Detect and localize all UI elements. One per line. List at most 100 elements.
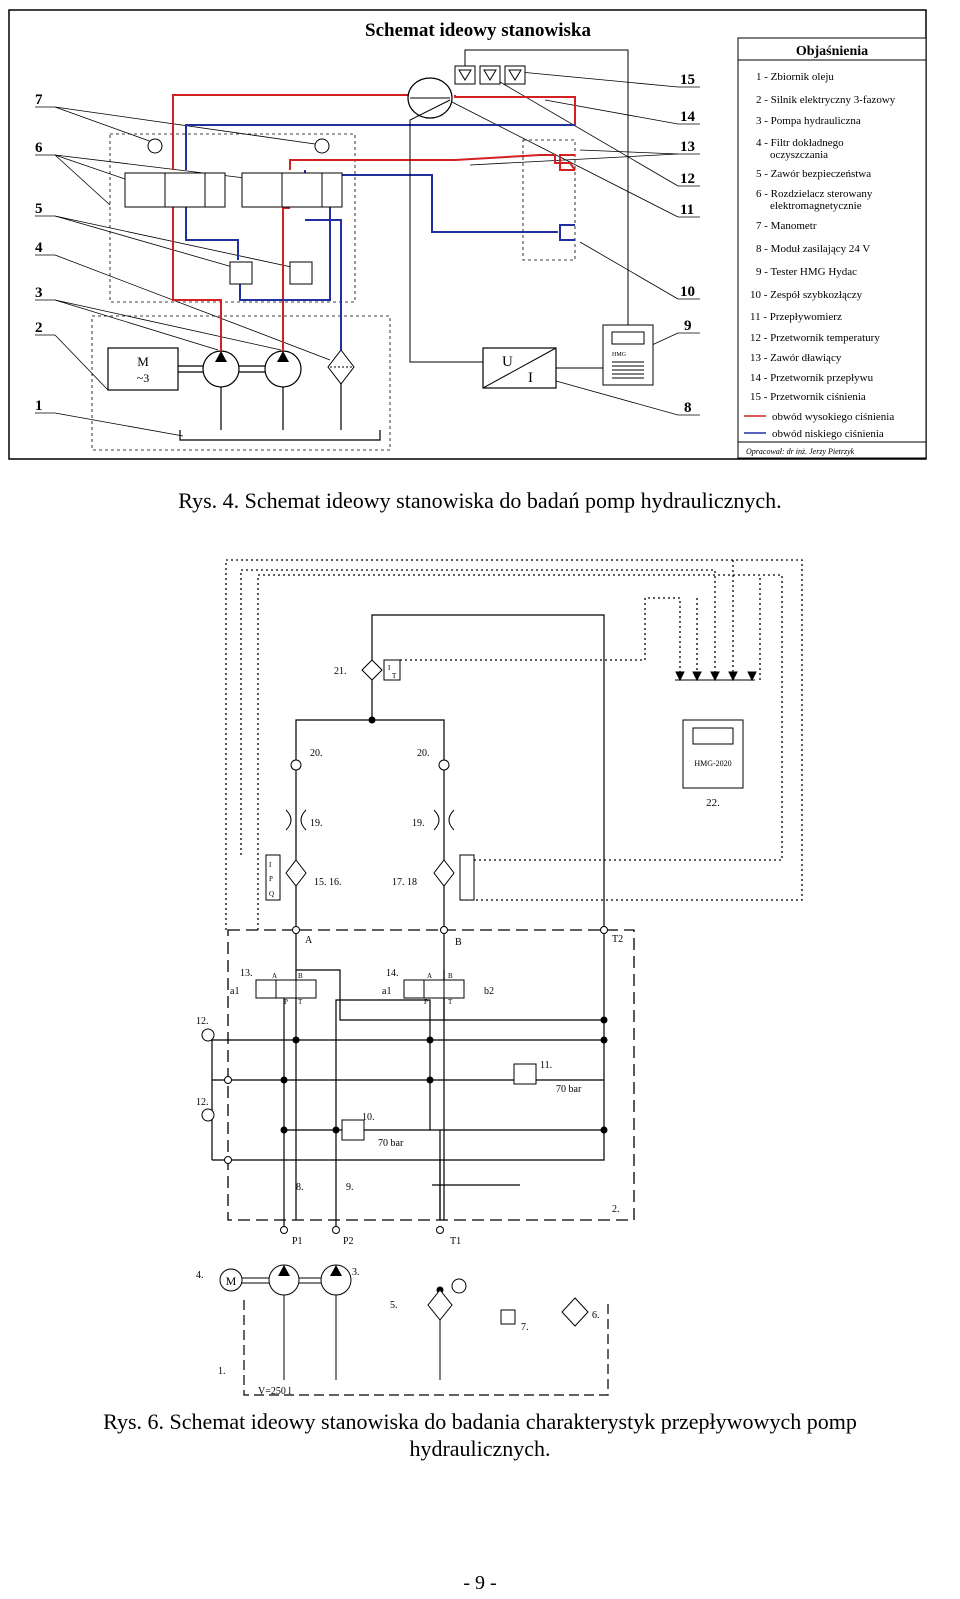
- number-15: 15: [680, 72, 695, 88]
- svg-text:T: T: [392, 672, 397, 680]
- figure1-title: Schemat ideowy stanowiska: [365, 20, 591, 41]
- svg-text:T1: T1: [450, 1236, 461, 1247]
- svg-text:19.: 19.: [310, 818, 323, 829]
- legend-item: 7 - Manometr: [756, 220, 817, 232]
- number-10: 10: [680, 284, 695, 300]
- legend-low-pressure: obwód niskiego ciśnienia: [772, 428, 884, 440]
- valve-right: [241, 172, 343, 208]
- svg-text:P1: P1: [292, 1236, 303, 1247]
- svg-text:6.: 6.: [592, 1310, 600, 1321]
- svg-text:P: P: [284, 998, 288, 1006]
- legend-title: Objaśnienia: [796, 44, 868, 59]
- svg-text:I: I: [388, 664, 391, 672]
- svg-text:19.: 19.: [412, 818, 425, 829]
- page-number: - 9 -: [463, 1572, 497, 1594]
- svg-text:4.: 4.: [196, 1270, 204, 1281]
- svg-text:1.: 1.: [218, 1366, 226, 1377]
- svg-text:A: A: [272, 972, 277, 980]
- svg-text:A: A: [427, 972, 432, 980]
- legend-item: elektromagnetycznie: [770, 200, 862, 212]
- author-note: Opracował: dr inż. Jerzy Pietrzyk: [746, 447, 855, 456]
- svg-text:HMG: HMG: [612, 352, 627, 358]
- number-2: 2: [35, 320, 43, 336]
- svg-text:HMG-2020: HMG-2020: [694, 759, 731, 768]
- legend-item: 13 - Zawór dławiący: [750, 352, 842, 364]
- svg-text:20.: 20.: [310, 748, 323, 759]
- svg-text:T: T: [448, 998, 453, 1006]
- legend-item: 3 - Pompa hydrauliczna: [756, 115, 861, 127]
- svg-text:B: B: [448, 972, 453, 980]
- svg-text:12.: 12.: [196, 1097, 209, 1108]
- svg-text:U: U: [502, 354, 513, 370]
- number-11: 11: [680, 202, 694, 218]
- svg-text:~3: ~3: [137, 371, 150, 385]
- svg-text:T: T: [298, 998, 303, 1006]
- figure1-caption: Rys. 4. Schemat ideowy stanowiska do bad…: [178, 488, 782, 513]
- svg-text:13.: 13.: [240, 968, 253, 979]
- legend-items: 1 - Zbiornik oleju 2 - Silnik elektryczn…: [750, 71, 896, 403]
- svg-text:21.: 21.: [334, 666, 347, 677]
- svg-text:20.: 20.: [417, 748, 430, 759]
- svg-text:17. 18: 17. 18: [392, 877, 417, 888]
- svg-text:10.: 10.: [362, 1112, 375, 1123]
- svg-text:B: B: [455, 937, 462, 948]
- svg-text:22.: 22.: [706, 797, 720, 809]
- svg-text:P: P: [269, 875, 273, 883]
- svg-text:P2: P2: [343, 1236, 354, 1247]
- figure2-caption-line1: Rys. 6. Schemat ideowy stanowiska do bad…: [103, 1409, 857, 1434]
- legend-item: 5 - Zawór bezpieczeństwa: [756, 168, 871, 180]
- number-7: 7: [35, 92, 43, 108]
- svg-text:5.: 5.: [390, 1300, 398, 1311]
- svg-text:B: B: [298, 972, 303, 980]
- legend-item: 1 - Zbiornik oleju: [756, 71, 834, 83]
- legend-item: 8 - Moduł zasilający 24 V: [756, 243, 870, 255]
- svg-text:I: I: [269, 861, 272, 869]
- svg-text:M: M: [137, 354, 149, 369]
- number-14: 14: [680, 109, 696, 125]
- legend-item: 6 - Rozdzielacz sterowany: [756, 188, 873, 200]
- legend-item: 14 - Przetwornik przepływu: [750, 372, 874, 384]
- legend-item: 10 - Zespół szybkozłączy: [750, 289, 863, 301]
- legend-high-pressure: obwód wysokiego ciśnienia: [772, 411, 894, 423]
- svg-text:3.: 3.: [352, 1267, 360, 1278]
- svg-text:7.: 7.: [521, 1322, 529, 1333]
- number-1: 1: [35, 398, 43, 414]
- converter-box: U I: [482, 347, 557, 389]
- svg-text:9.: 9.: [346, 1182, 354, 1193]
- svg-text:70 bar: 70 bar: [556, 1084, 582, 1095]
- valve-left: [124, 172, 226, 208]
- legend-item: 12 - Przetwornik temperatury: [750, 332, 880, 344]
- motor-4: M: [226, 1274, 237, 1288]
- svg-text:I: I: [528, 370, 533, 386]
- svg-text:a1: a1: [230, 986, 239, 997]
- svg-text:8.: 8.: [296, 1182, 304, 1193]
- figure2-caption-line2: hydraulicznych.: [409, 1436, 551, 1461]
- svg-text:11.: 11.: [540, 1060, 552, 1071]
- number-12: 12: [680, 171, 695, 187]
- svg-text:T2: T2: [612, 934, 623, 945]
- motor-box: M ~3: [107, 347, 179, 391]
- number-5: 5: [35, 201, 43, 217]
- number-3: 3: [35, 285, 43, 301]
- right-numbers: 15 14 13 12 11 10 9 8: [680, 72, 696, 416]
- figure1-diagram: Schemat ideowy stanowiska Objaśnienia 1 …: [8, 9, 927, 460]
- legend-item: 11 - Przepływomierz: [750, 311, 842, 323]
- svg-text:2.: 2.: [612, 1204, 620, 1215]
- svg-text:b2: b2: [484, 986, 494, 997]
- svg-text:M: M: [226, 1274, 237, 1288]
- svg-text:12.: 12.: [196, 1016, 209, 1027]
- number-6: 6: [35, 140, 43, 156]
- legend-item: 4 - Filtr dokładnego: [756, 137, 844, 149]
- legend-item: 15 - Przetwornik ciśnienia: [750, 391, 866, 403]
- svg-text:A: A: [305, 935, 313, 946]
- number-4: 4: [35, 240, 43, 256]
- legend-item: oczyszczania: [770, 149, 828, 161]
- left-numbers: 7 6 5 4 3 2 1: [35, 92, 43, 414]
- number-13: 13: [680, 139, 695, 155]
- legend-item: 2 - Silnik elektryczny 3-fazowy: [756, 94, 896, 106]
- svg-text:Q: Q: [269, 890, 274, 898]
- figure2-caption: Rys. 6. Schemat ideowy stanowiska do bad…: [0, 1408, 960, 1462]
- svg-text:14.: 14.: [386, 968, 399, 979]
- svg-text:15. 16.: 15. 16.: [314, 877, 342, 888]
- svg-text:70 bar: 70 bar: [378, 1138, 404, 1149]
